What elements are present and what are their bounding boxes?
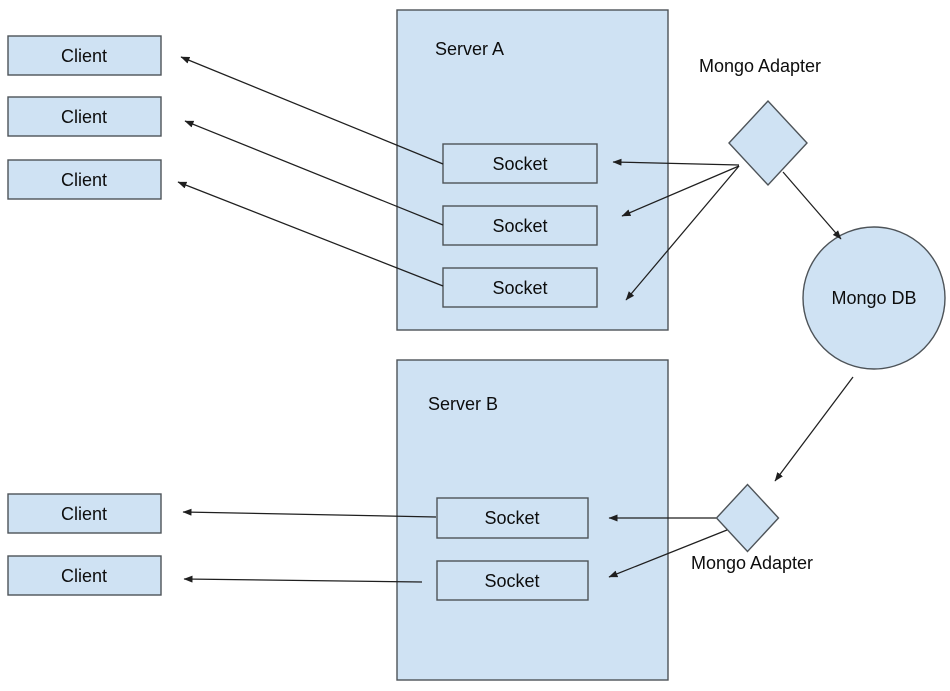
server-b-socket-2 xyxy=(436,560,589,601)
mongo-adapter-bottom: Mongo Adapter xyxy=(691,483,813,573)
client-5-label: Client xyxy=(61,566,107,586)
edges xyxy=(177,56,854,583)
server-a-socket-1-label: Socket xyxy=(492,154,547,174)
server-a-socket-3-label: Socket xyxy=(492,278,547,298)
arrow-mongo-adapter-top-to-server-a-socket-3 xyxy=(625,165,740,301)
client-2-label: Client xyxy=(61,107,107,127)
mongo-adapter-top-label: Mongo Adapter xyxy=(699,56,821,76)
server-a-socket-1 xyxy=(442,143,598,184)
client-2 xyxy=(7,96,162,137)
mongo-db-circle xyxy=(802,226,946,370)
arrow-mongo-adapter-bottom-to-server-b-socket-2 xyxy=(608,529,728,578)
server-b-title: Server B xyxy=(428,394,498,414)
clients-top: Client Client Client xyxy=(7,35,162,200)
server-b: Server B Socket Socket xyxy=(396,359,669,681)
arrow-server-b-socket-2-to-client-5 xyxy=(183,575,423,583)
server-a-socket-3 xyxy=(442,267,598,308)
mongo-adapter-bottom-label: Mongo Adapter xyxy=(691,553,813,573)
server-a: Server A Socket Socket Socket xyxy=(396,9,669,331)
arrow-server-a-socket-2-to-client-2 xyxy=(184,120,444,226)
arrow-mongo-adapter-top-to-server-a-socket-1 xyxy=(612,158,740,166)
arrow-server-b-socket-1-to-client-4 xyxy=(182,508,437,518)
arrow-server-a-socket-3-to-client-3 xyxy=(177,181,444,287)
client-4-label: Client xyxy=(61,504,107,524)
arrow-mongo-adapter-top-to-server-a-socket-2 xyxy=(621,165,740,217)
client-5 xyxy=(7,555,162,596)
client-3-label: Client xyxy=(61,170,107,190)
client-4 xyxy=(7,493,162,534)
mongo-adapter-top-diamond xyxy=(728,99,808,187)
server-a-socket-2-label: Socket xyxy=(492,216,547,236)
client-3 xyxy=(7,159,162,200)
server-b-socket-1 xyxy=(436,497,589,539)
arrow-server-a-socket-1-to-client-1 xyxy=(180,56,444,165)
mongo-adapter-top: Mongo Adapter xyxy=(699,56,821,187)
client-1-label: Client xyxy=(61,46,107,66)
mongo-adapter-bottom-diamond xyxy=(715,483,780,553)
server-a-title: Server A xyxy=(435,39,504,59)
arrow-mongo-adapter-top-to-mongo-db xyxy=(782,171,842,240)
arrow-mongo-db-to-mongo-adapter-bottom xyxy=(774,376,854,482)
mongo-db-label: Mongo DB xyxy=(831,288,916,308)
client-1 xyxy=(7,35,162,76)
server-a-socket-2 xyxy=(442,205,598,246)
clients-bottom: Client Client xyxy=(7,493,162,596)
server-b-socket-1-label: Socket xyxy=(484,508,539,528)
server-b-socket-2-label: Socket xyxy=(484,571,539,591)
mongo-db: Mongo DB xyxy=(802,226,946,370)
